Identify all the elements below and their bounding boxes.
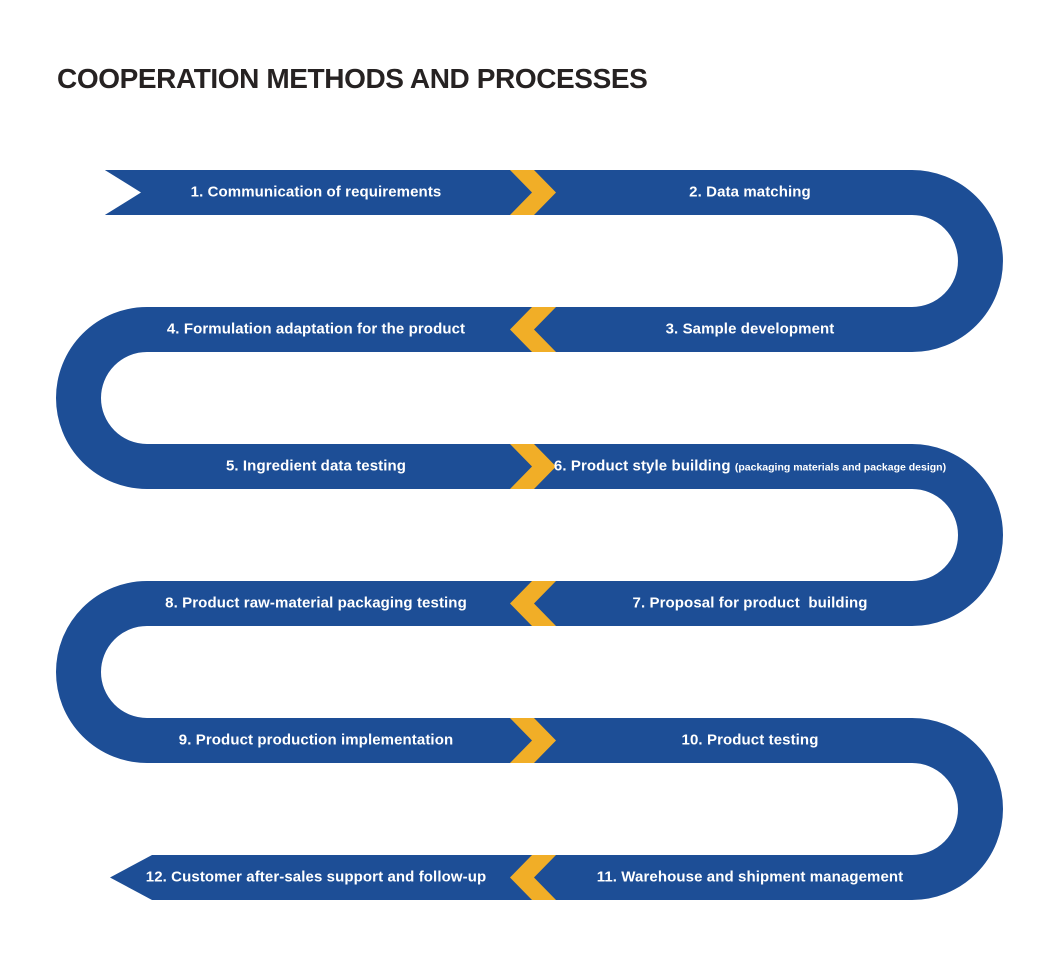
- step-3-label: 3. Sample development: [665, 320, 835, 338]
- ribbon-start-notch: [104, 169, 141, 216]
- chevron-left-icon: [510, 307, 556, 352]
- step-12-label: 12. Customer after-sales support and fol…: [145, 868, 487, 886]
- chevron-left-icon: [510, 581, 556, 626]
- step-1-label: 1. Communication of requirements: [190, 183, 442, 201]
- step-6-label: 6. Product style building (packaging mat…: [554, 458, 946, 475]
- step-9-label: 9. Product production implementation: [178, 731, 454, 749]
- step-7-label: 7. Proposal for product building: [632, 594, 868, 612]
- step-5-label: 5. Ingredient data testing: [225, 457, 407, 475]
- chevron-right-icon: [510, 718, 556, 763]
- step-10-label: 10. Product testing: [681, 731, 819, 749]
- chevron-right-icon: [510, 170, 556, 215]
- step-11-label: 11. Warehouse and shipment management: [596, 868, 904, 886]
- step-4-label: 4. Formulation adaptation for the produc…: [166, 320, 466, 338]
- step-8-label: 8. Product raw-material packaging testin…: [165, 594, 467, 612]
- chevron-left-icon: [510, 855, 556, 900]
- chevron-right-icon: [510, 444, 556, 489]
- ribbon-end-arrow: [110, 855, 152, 900]
- ribbon-path: [56, 170, 1003, 900]
- page-title: COOPERATION METHODS AND PROCESSES: [57, 63, 648, 94]
- step-2-label: 2. Data matching: [689, 183, 811, 201]
- step-6-main-text: 6. Product style building: [553, 457, 735, 475]
- step-6-note-text: (packaging materials and package design): [734, 461, 947, 474]
